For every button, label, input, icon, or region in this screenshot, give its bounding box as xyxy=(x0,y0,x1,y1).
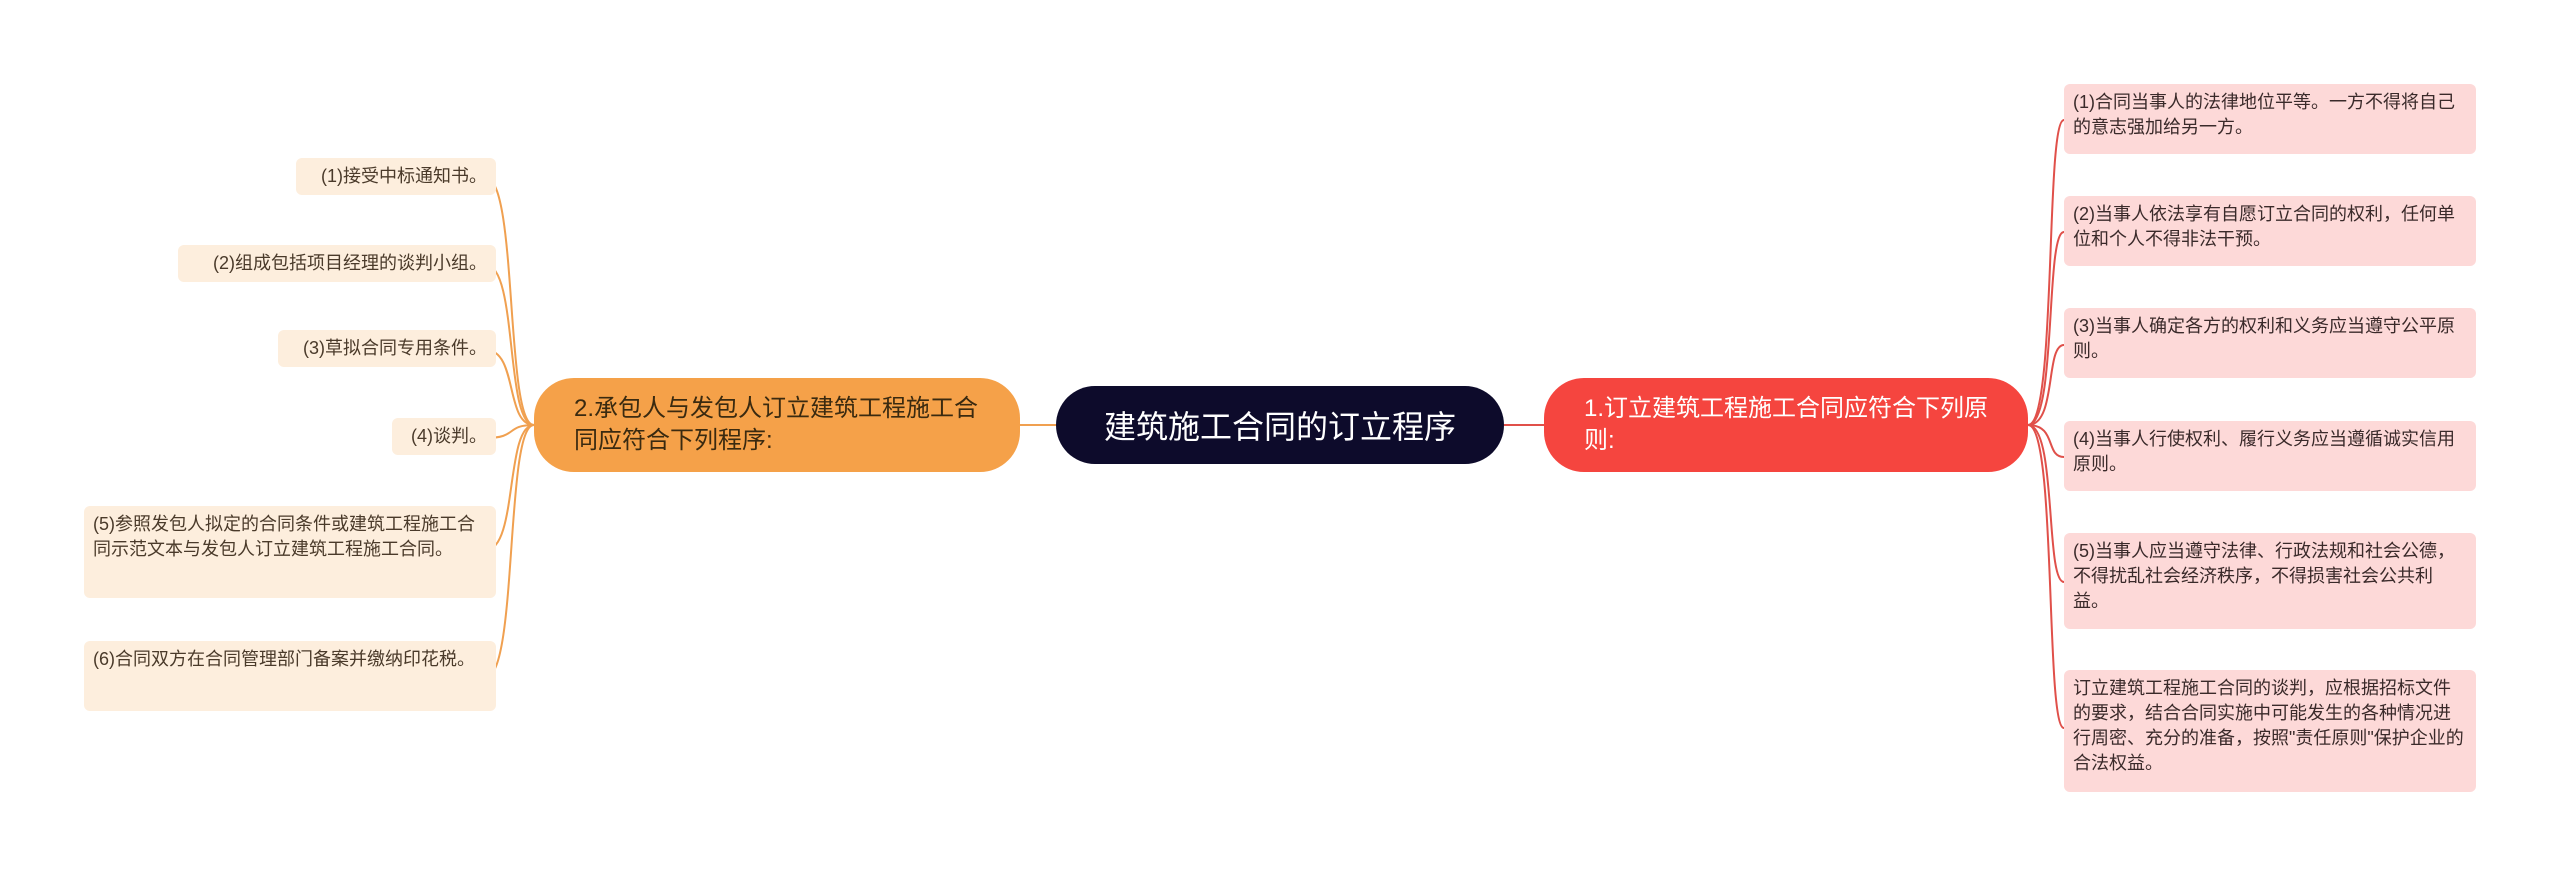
right-leaf-4[interactable]: (4)当事人行使权利、履行义务应当遵循诚实信用原则。 xyxy=(2064,421,2476,491)
right-branch-connectors xyxy=(2027,119,2065,729)
right-leaf-5[interactable]: (5)当事人应当遵守法律、行政法规和社会公德，不得扰乱社会经济秩序，不得损害社会… xyxy=(2064,533,2476,629)
right-connector-4 xyxy=(2027,424,2065,458)
right-connector-1 xyxy=(2027,119,2065,426)
right-connector-5 xyxy=(2027,424,2065,583)
left-leaf-3[interactable]: (3)草拟合同专用条件。 xyxy=(278,330,496,367)
left-leaf-1[interactable]: (1)接受中标通知书。 xyxy=(296,158,496,195)
right-leaf-1[interactable]: (1)合同当事人的法律地位平等。一方不得将自己的意志强加给另一方。 xyxy=(2064,84,2476,154)
left-leaf-6[interactable]: (6)合同双方在合同管理部门备案并缴纳印花税。 xyxy=(84,641,496,711)
left-leaf-5[interactable]: (5)参照发包人拟定的合同条件或建筑工程施工合同示范文本与发包人订立建筑工程施工… xyxy=(84,506,496,598)
branch-node-procedure[interactable]: 2.承包人与发包人订立建筑工程施工合同应符合下列程序: xyxy=(534,378,1020,472)
branch-node-principles-label: 1.订立建筑工程施工合同应符合下列原则: xyxy=(1584,395,1989,454)
branch-node-principles[interactable]: 1.订立建筑工程施工合同应符合下列原则: xyxy=(1544,378,2028,472)
left-leaf-4[interactable]: (4)谈判。 xyxy=(392,418,496,455)
root-node[interactable]: 建筑施工合同的订立程序 xyxy=(1056,386,1504,464)
right-leaf-3[interactable]: (3)当事人确定各方的权利和义务应当遵守公平原则。 xyxy=(2064,308,2476,378)
left-leaf-2[interactable]: (2)组成包括项目经理的谈判小组。 xyxy=(178,245,496,282)
right-connector-2 xyxy=(2027,231,2065,426)
branch-node-procedure-label: 2.承包人与发包人订立建筑工程施工合同应符合下列程序: xyxy=(574,395,979,454)
left-connector-1 xyxy=(485,177,535,426)
right-leaf-2[interactable]: (2)当事人依法享有自愿订立合同的权利，任何单位和个人不得非法干预。 xyxy=(2064,196,2476,266)
right-leaf-6[interactable]: 订立建筑工程施工合同的谈判，应根据招标文件的要求，结合合同实施中可能发生的各种情… xyxy=(2064,670,2476,792)
right-connector-3 xyxy=(2027,344,2065,426)
right-connector-6 xyxy=(2027,424,2065,729)
